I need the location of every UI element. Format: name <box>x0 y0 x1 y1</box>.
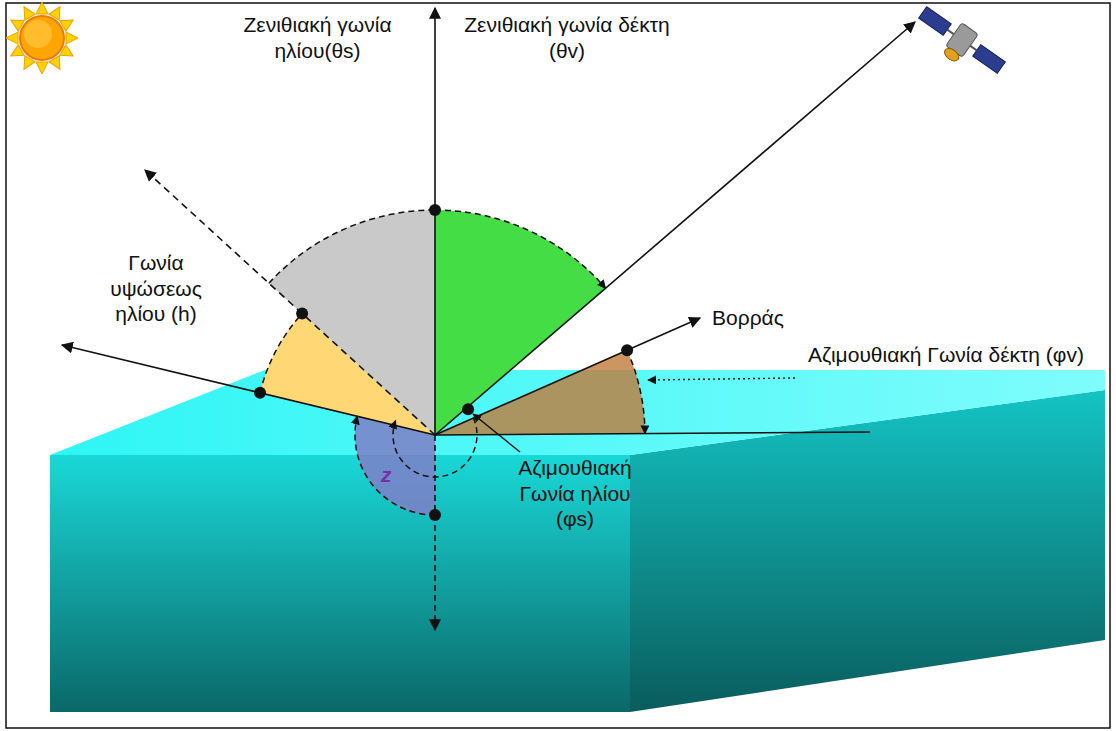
angle-point <box>296 308 308 320</box>
zenith-axis <box>434 8 436 435</box>
sun-elevation-sector <box>260 314 435 435</box>
angle-arc <box>627 350 645 433</box>
angle-point <box>462 403 474 415</box>
sun-ray <box>36 2 48 14</box>
z-sector <box>355 416 435 515</box>
sun-ray <box>36 62 48 74</box>
angle-label: Αζιμουθιακή Γωνία δέκτη (φv) <box>800 342 1092 368</box>
angle-arc <box>260 314 302 393</box>
solar-panel <box>973 45 1006 74</box>
angle-point <box>254 387 266 399</box>
angle-point <box>621 344 633 356</box>
satellite-dish <box>942 46 961 63</box>
leader-line <box>648 378 795 380</box>
angle-arc <box>269 210 435 283</box>
angle-arc <box>355 416 435 515</box>
view-direction <box>435 22 915 435</box>
angle-label: Ζενιθιακή γωνία δέκτη (θv) <box>452 12 682 63</box>
angle-point <box>429 509 441 521</box>
angle-arc <box>435 210 606 288</box>
angle-label: Βορράς <box>712 305 784 331</box>
frame <box>6 3 1110 728</box>
nadir-axis <box>434 435 436 630</box>
horizon-axis <box>62 345 435 435</box>
sun-disc <box>20 16 64 60</box>
angle-symbol: z <box>381 462 392 488</box>
sun-ray <box>66 32 78 44</box>
satellite-icon <box>909 1 1009 86</box>
view-azimuth-sector <box>435 350 645 435</box>
sun-rays <box>6 2 78 74</box>
sun-icon <box>6 2 78 74</box>
north-arrow <box>435 318 700 435</box>
angle-label: Αζιμουθιακή Γωνία ηλίου (φs) <box>500 455 650 532</box>
angle-label: Γωνία υψώσεως ηλίου (h) <box>92 250 220 327</box>
horizon-axis <box>435 432 870 435</box>
direction-lines <box>62 8 915 630</box>
leader-line <box>473 414 520 452</box>
angle-label: Ζενιθιακή γωνία ηλίου(θs) <box>205 12 430 63</box>
solar-panel <box>919 7 952 36</box>
sun-highlight <box>24 20 52 48</box>
angle-point <box>429 204 441 216</box>
sun-ray <box>6 32 18 44</box>
